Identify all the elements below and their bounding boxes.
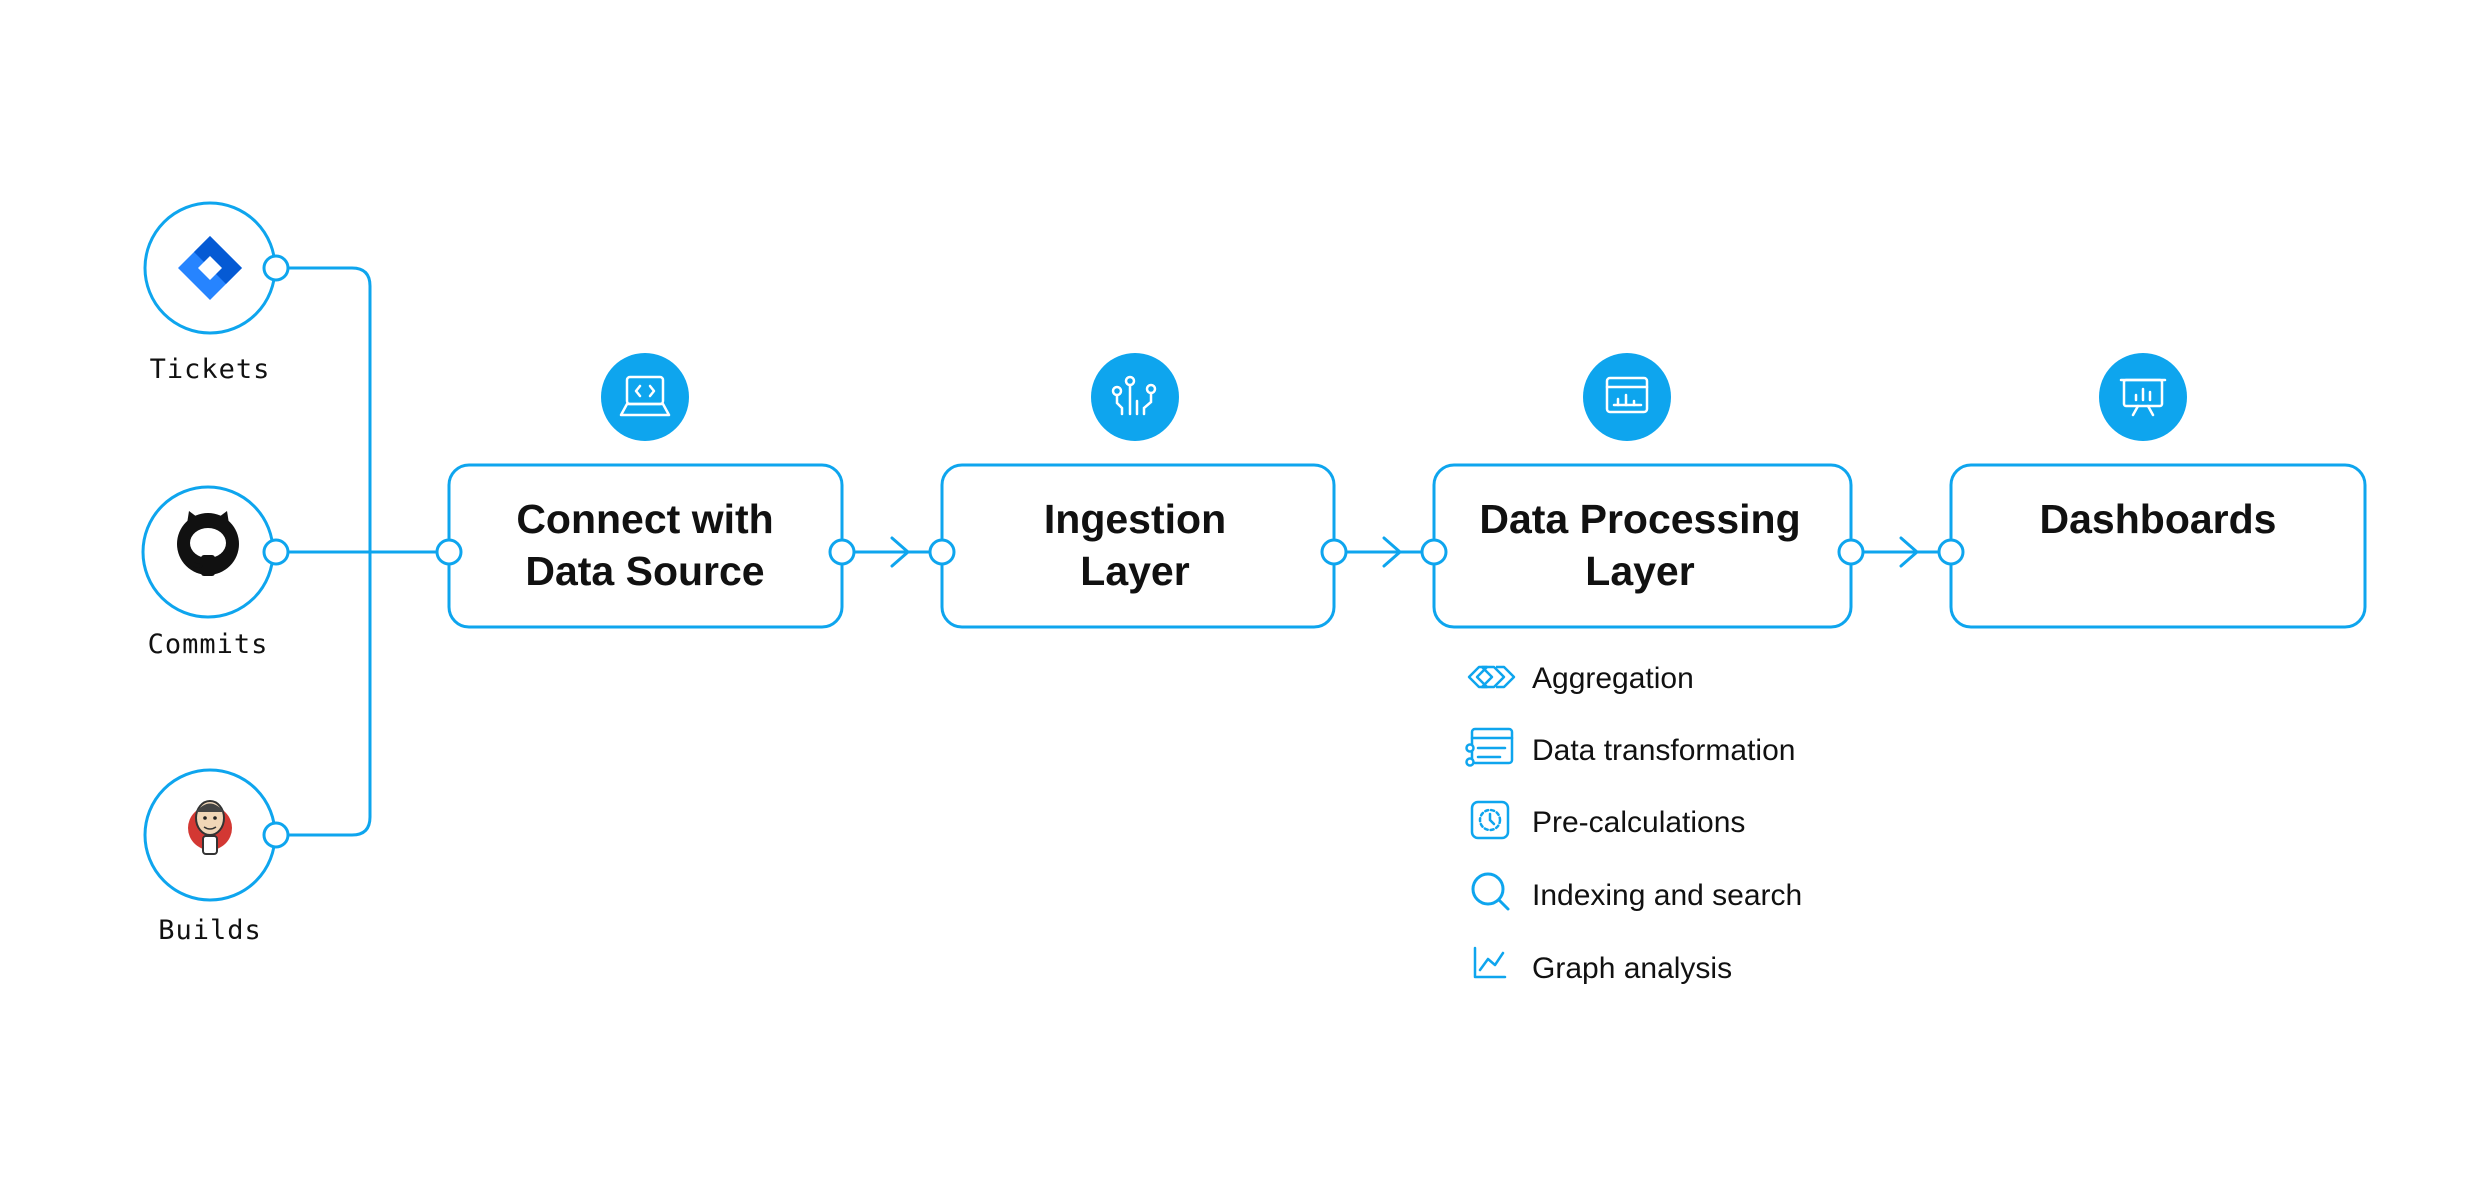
jenkins-logo-icon <box>188 800 232 855</box>
stage-dashboards: Dashboards <box>1937 353 2367 629</box>
presentation-board-icon <box>2119 378 2167 417</box>
feature-label: Graph analysis <box>1532 952 1732 985</box>
chevrons-icon <box>1467 665 1516 689</box>
stage-in-port <box>928 538 956 566</box>
stage-box <box>940 463 1336 629</box>
feature-item: Aggregation <box>1467 662 1694 695</box>
timer-icon <box>1470 800 1510 840</box>
feature-item: Data transformation <box>1465 727 1795 767</box>
stage-title-line-2: Layer <box>1080 548 1189 594</box>
feature-label: Data transformation <box>1532 734 1795 767</box>
processing-features-list: Aggregation Data transformation Pre-calc… <box>1465 662 1802 985</box>
line-chart-icon <box>1473 946 1507 979</box>
stage-title-line-2: Layer <box>1585 548 1694 594</box>
feature-item: Graph analysis <box>1473 946 1732 985</box>
source-builds: Builds <box>143 768 290 946</box>
stage-box <box>447 463 844 629</box>
source-label: Builds <box>158 915 262 946</box>
circuit-icon <box>1111 375 1157 416</box>
browser-list-icon <box>1465 727 1514 767</box>
source-connectors <box>276 266 449 837</box>
stage-title-line-1: Dashboards <box>2040 496 2277 542</box>
stage-box <box>1432 463 1853 629</box>
source-label: Commits <box>148 629 269 660</box>
stage-title-line-2: Data Source <box>525 548 764 594</box>
stage-icon-badge <box>1091 353 1179 441</box>
stage-in-port <box>1937 538 1965 566</box>
stage-out-port <box>1320 538 1348 566</box>
feature-item: Indexing and search <box>1471 872 1802 912</box>
source-label: Tickets <box>150 354 271 385</box>
github-logo-icon <box>177 511 239 576</box>
feature-label: Aggregation <box>1532 662 1694 695</box>
stage-out-port <box>828 538 856 566</box>
source-tickets: Tickets <box>143 201 290 385</box>
source-commits: Commits <box>141 485 290 660</box>
stage-title-line-1: Data Processing <box>1479 496 1800 542</box>
browser-chart-icon <box>1605 376 1649 414</box>
builds-port <box>262 821 290 849</box>
feature-item: Pre-calculations <box>1470 800 1745 840</box>
stage-in-port <box>435 538 463 566</box>
stage-out-port <box>1837 538 1865 566</box>
feature-label: Indexing and search <box>1532 879 1802 912</box>
stage-connect-data-source: Connect with Data Source <box>435 353 856 629</box>
feature-label: Pre-calculations <box>1532 806 1745 839</box>
stage-in-port <box>1420 538 1448 566</box>
stage-data-processing-layer: Data Processing Layer <box>1420 353 1865 629</box>
laptop-code-icon <box>619 375 671 417</box>
search-icon <box>1471 872 1510 911</box>
stage-title-line-1: Ingestion <box>1044 496 1226 542</box>
stage-box <box>1949 463 2367 629</box>
jira-logo-icon <box>178 236 242 300</box>
stage-ingestion-layer: Ingestion Layer <box>928 353 1348 629</box>
stage-connectors <box>842 536 1951 568</box>
tickets-port <box>262 254 290 282</box>
stage-title-line-1: Connect with <box>516 496 773 542</box>
commits-port <box>262 538 290 566</box>
stage-icon-badge <box>601 353 689 441</box>
